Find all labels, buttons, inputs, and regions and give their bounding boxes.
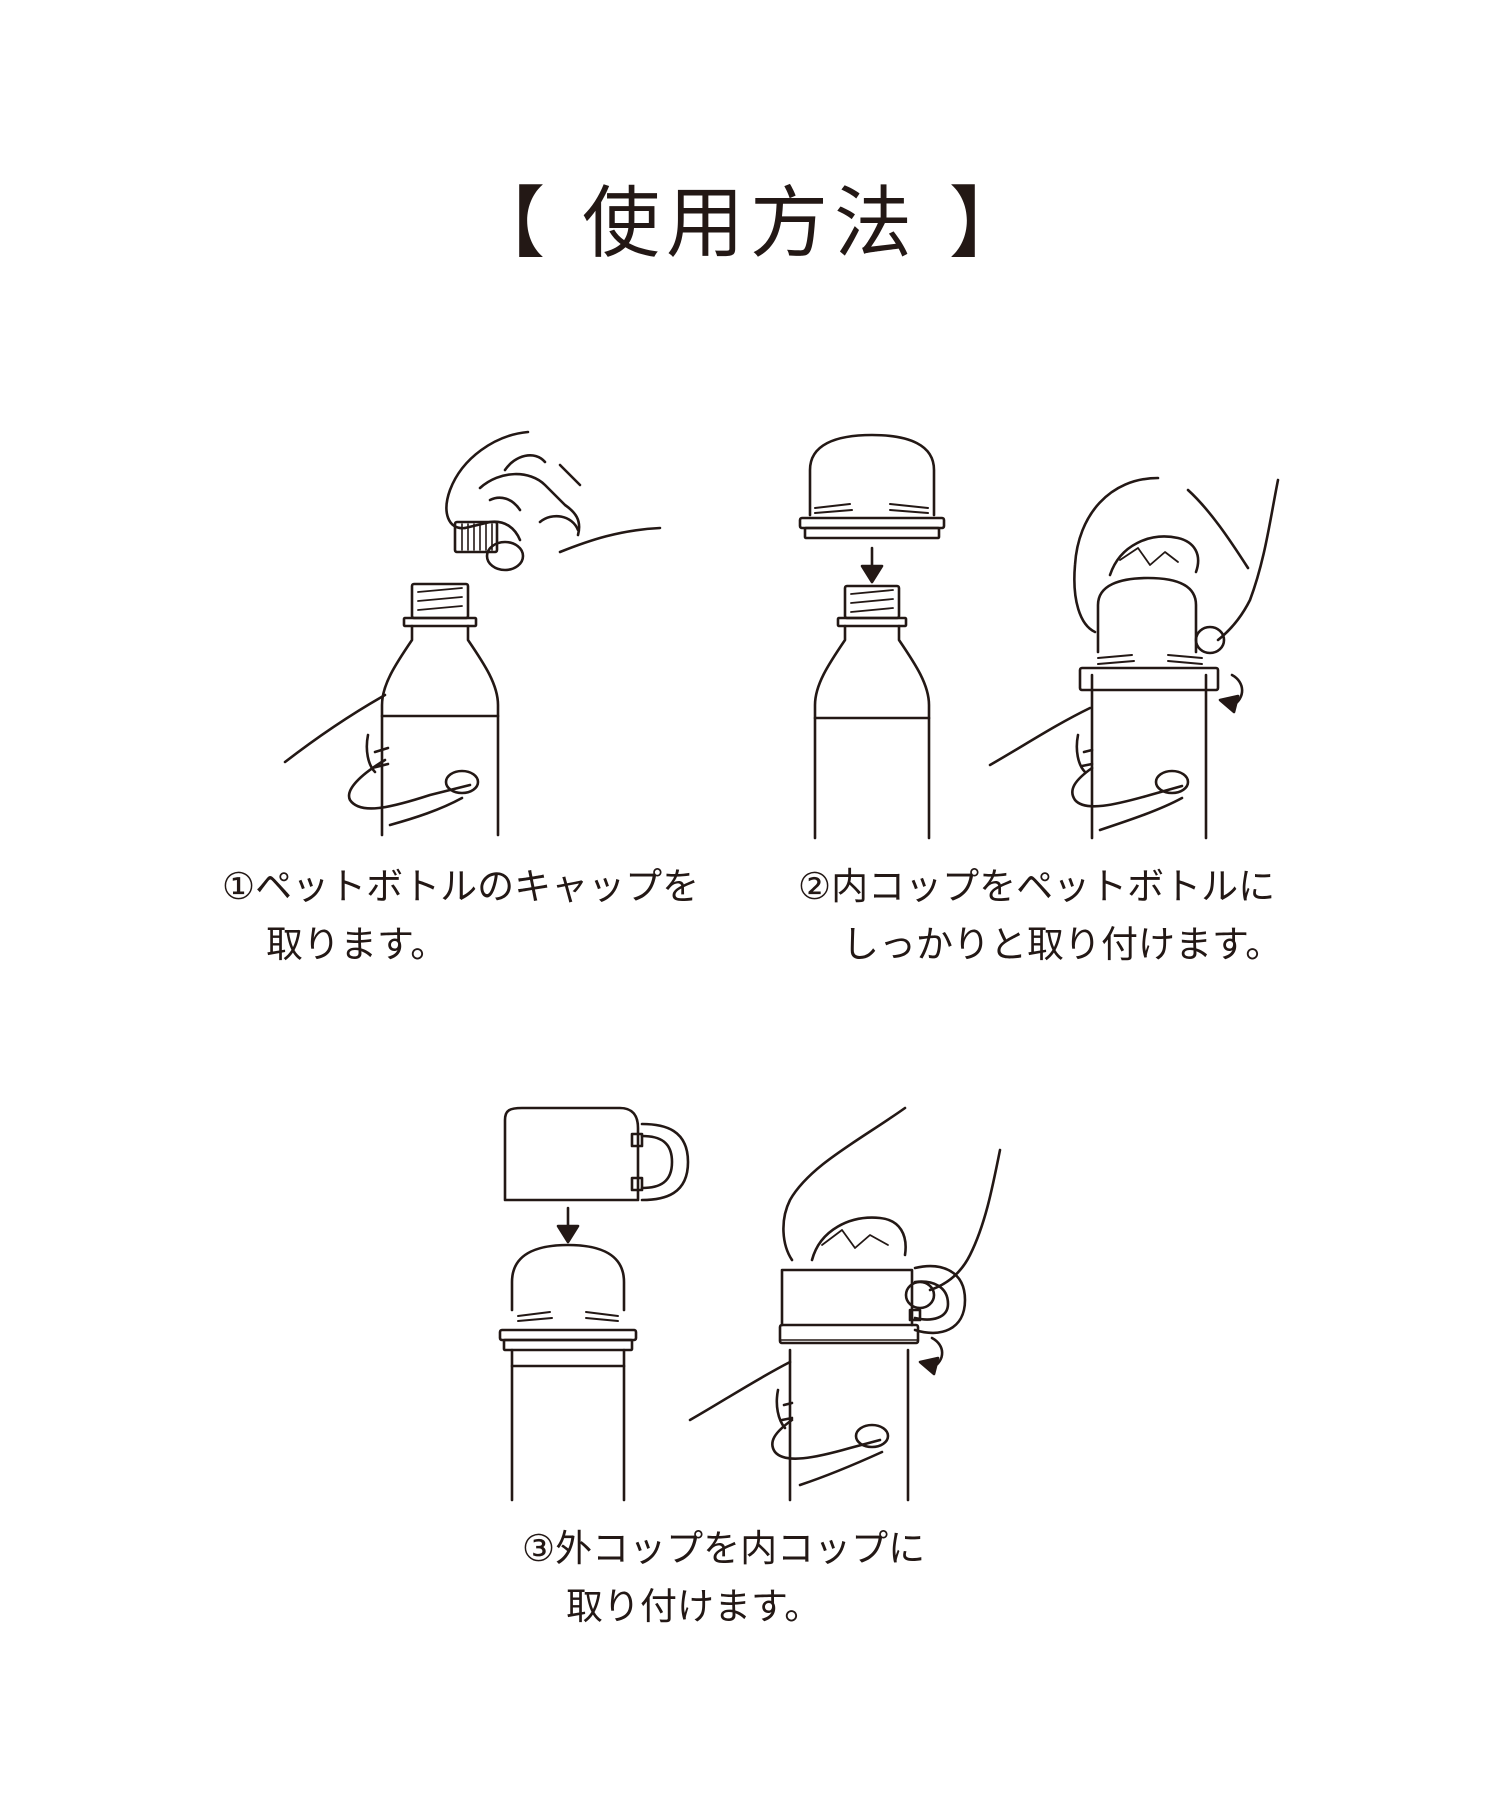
step1-line1: ペットボトルのキャップを <box>255 865 700 908</box>
step2-attach-scene <box>990 478 1278 838</box>
rotate-arrow-icon <box>1220 675 1242 712</box>
step2-inner-cup <box>800 435 944 538</box>
step1-line2: 取ります。 <box>266 923 448 966</box>
step1-hand-holding-cap <box>446 432 660 570</box>
step3-attach-scene <box>690 1108 1000 1500</box>
bottle-cap-icon <box>455 522 497 552</box>
step1-illustration <box>285 432 660 835</box>
step3-flask <box>500 1245 636 1500</box>
step1-number: ① <box>222 865 256 908</box>
rotate-arrow-icon <box>920 1338 942 1374</box>
arrow-down-icon <box>558 1208 578 1242</box>
arrow-down-icon <box>862 548 882 582</box>
step2-caption: ②内コップをペットボトルに しっかりと取り付けます。 <box>798 858 1282 974</box>
step3-outer-cup <box>505 1108 688 1200</box>
step2-illustration <box>800 435 1278 838</box>
step3-caption: ③外コップを内コップに 取り付けます。 <box>522 1520 925 1636</box>
step1-hand-gripping-bottle <box>285 695 478 825</box>
step2-line1: 内コップをペットボトルに <box>831 865 1276 908</box>
step2-number: ② <box>798 865 832 908</box>
step3-illustration <box>500 1108 1000 1500</box>
step3-line2: 取り付けます。 <box>566 1585 822 1628</box>
step2-line2: しっかりと取り付けます。 <box>842 923 1283 966</box>
step1-pet-bottle <box>382 584 498 835</box>
step3-line1: 外コップを内コップに <box>555 1527 926 1570</box>
page-title: 【 使用方法 】 <box>467 179 1033 269</box>
step3-number: ③ <box>522 1527 556 1570</box>
step2-pet-bottle <box>815 586 929 838</box>
step1-caption: ①ペットボトルのキャップを 取ります。 <box>222 858 699 974</box>
